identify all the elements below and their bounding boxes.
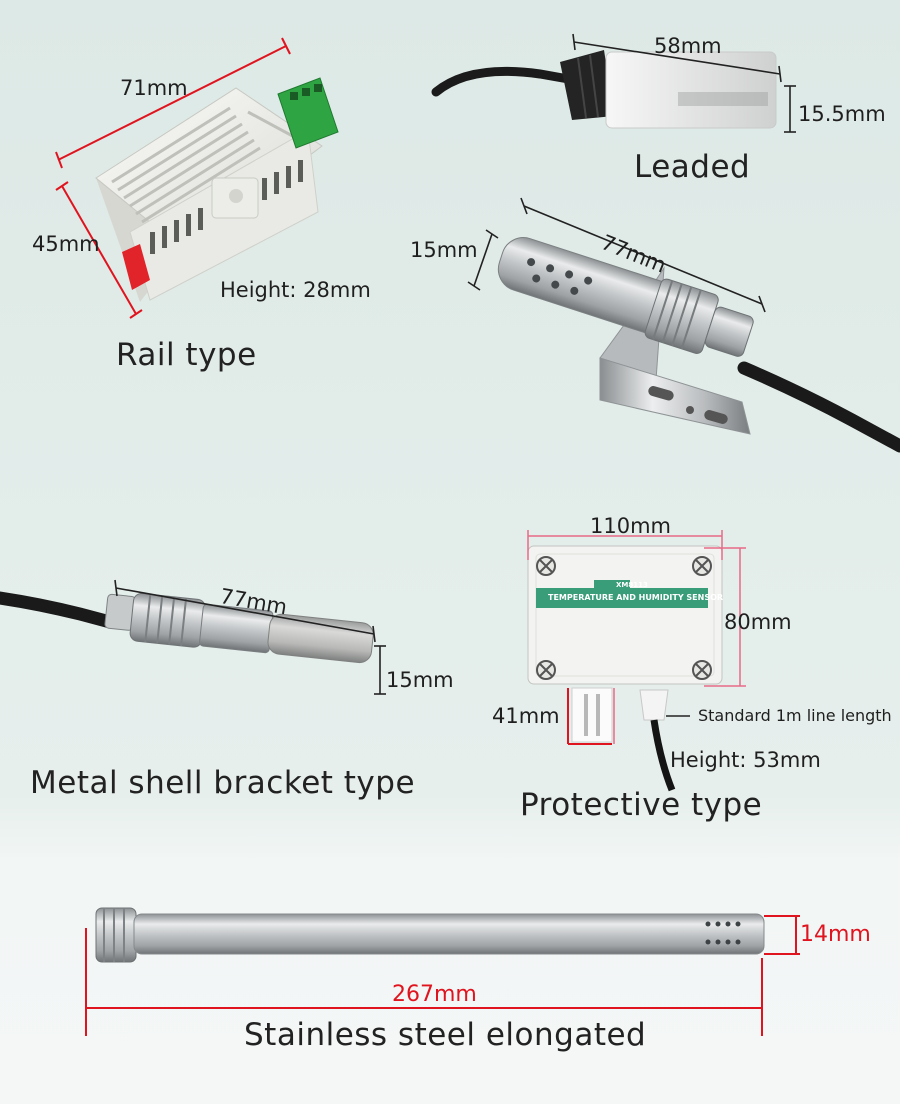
rail-type-enclosure — [95, 77, 339, 302]
protective-dimension-lines — [527, 530, 746, 744]
metal-shell-title: Metal shell bracket type — [30, 765, 416, 801]
rail-width-label: 45mm — [32, 232, 100, 256]
red-dimension-lines — [55, 37, 800, 1036]
leaded-probe — [431, 50, 777, 129]
protective-label-text: TEMPERATURE AND HUMIDITY SENSOR — [548, 593, 724, 602]
stainless-diameter-label: 14mm — [800, 922, 871, 947]
stainless-length-label: 267mm — [392, 982, 477, 1007]
protective-probe-label: 41mm — [492, 704, 560, 728]
protective-height-dim-label: 80mm — [724, 610, 792, 634]
metal-shell-diameter-label: 15mm — [386, 668, 454, 692]
bracket-probe-diameter-label: 15mm — [410, 238, 478, 262]
protective-height-label: Height: 53mm — [670, 748, 821, 772]
protective-cable-label: Standard 1m line length — [698, 706, 892, 725]
bracket-probe — [497, 237, 900, 453]
protective-width-label: 110mm — [590, 514, 671, 538]
leaded-length-label: 58mm — [654, 34, 722, 58]
leaded-title: Leaded — [634, 149, 751, 185]
rail-type-title: Rail type — [116, 337, 257, 373]
rail-length-label: 71mm — [120, 76, 188, 100]
stainless-probe — [95, 907, 765, 963]
protective-label-model: XM8113 — [616, 581, 648, 589]
dark-dimension-lines — [114, 33, 796, 717]
leaded-diameter-label: 15.5mm — [798, 102, 886, 126]
rail-height-label: Height: 28mm — [220, 278, 371, 302]
metal-shell-probe — [0, 591, 374, 664]
protective-type-title: Protective type — [520, 787, 763, 823]
stainless-title: Stainless steel elongated — [244, 1017, 647, 1053]
protective-enclosure — [527, 545, 723, 792]
